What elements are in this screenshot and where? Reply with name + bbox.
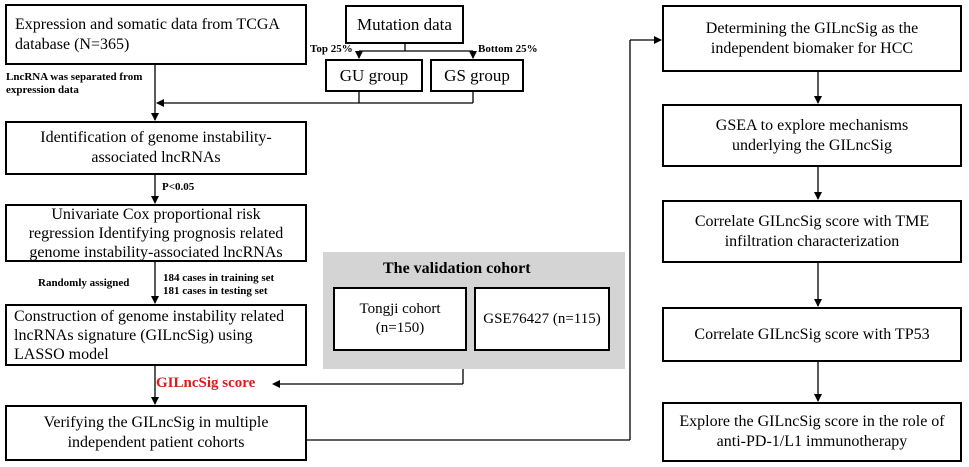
gu-group-box: GU group [325,59,423,92]
tp53-box: Correlate GILncSig score with TP53 [662,307,962,362]
tongji-cohort-text: Tongji cohort (n=150) [359,301,441,336]
tcga-data-box: Expression and somatic data from TCGA da… [5,4,307,65]
tme-box: Correlate GILncSig score with TME infilt… [662,200,962,263]
univariate-cox-text: Univariate Cox proportional risk regress… [28,205,284,261]
gse76427-box: GSE76427 (n=115) [474,287,610,351]
p-value-label: P<0.05 [162,181,195,193]
training-set-label: 184 cases in training set [163,272,275,284]
bottom-25-label: Bottom 25% [478,43,538,55]
explore-text: Explore the GILncSig score in the role o… [679,413,945,450]
identification-box: Identification of genome instability-ass… [5,121,307,175]
gsea-text: GSEA to explore mechanisms underlying th… [715,116,909,154]
mutation-data-box: Mutation data [345,5,464,44]
verifying-text: Verifying the GILncSig in multiple indep… [43,414,269,451]
tcga-data-text: Expression and somatic data from TCGA da… [15,15,280,53]
top-25-label: Top 25% [310,43,353,55]
gs-group-text: GS group [444,65,510,85]
testing-set-label: 181 cases in testing set [163,285,268,297]
gse76427-text: GSE76427 (n=115) [483,310,601,327]
validation-cohort-title: The validation cohort [383,260,531,277]
gu-group-text: GU group [339,65,409,85]
randomly-assigned-label: Randomly assigned [38,277,130,289]
construction-box: Construction of genome instability relat… [5,304,307,366]
mutation-data-text: Mutation data [357,14,452,34]
gsea-box: GSEA to explore mechanisms underlying th… [662,104,962,167]
determining-box: Determining the GILncSig as the independ… [662,5,962,72]
lncrna-separated-note: LncRNA was separated from expression dat… [6,71,143,96]
determining-text: Determining the GILncSig as the independ… [705,19,919,57]
explore-box: Explore the GILncSig score in the role o… [662,402,962,462]
univariate-cox-box: Univariate Cox proportional risk regress… [5,204,307,262]
tongji-cohort-box: Tongji cohort (n=150) [333,287,467,351]
construction-text: Construction of genome instability relat… [14,307,285,363]
verifying-box: Verifying the GILncSig in multiple indep… [5,405,307,461]
tme-text: Correlate GILncSig score with TME infilt… [694,212,930,250]
gilncsig-score-label: GILncSig score [156,375,256,391]
gs-group-box: GS group [430,59,524,92]
tp53-text: Correlate GILncSig score with TP53 [694,325,930,343]
identification-text: Identification of genome instability-ass… [40,129,272,166]
